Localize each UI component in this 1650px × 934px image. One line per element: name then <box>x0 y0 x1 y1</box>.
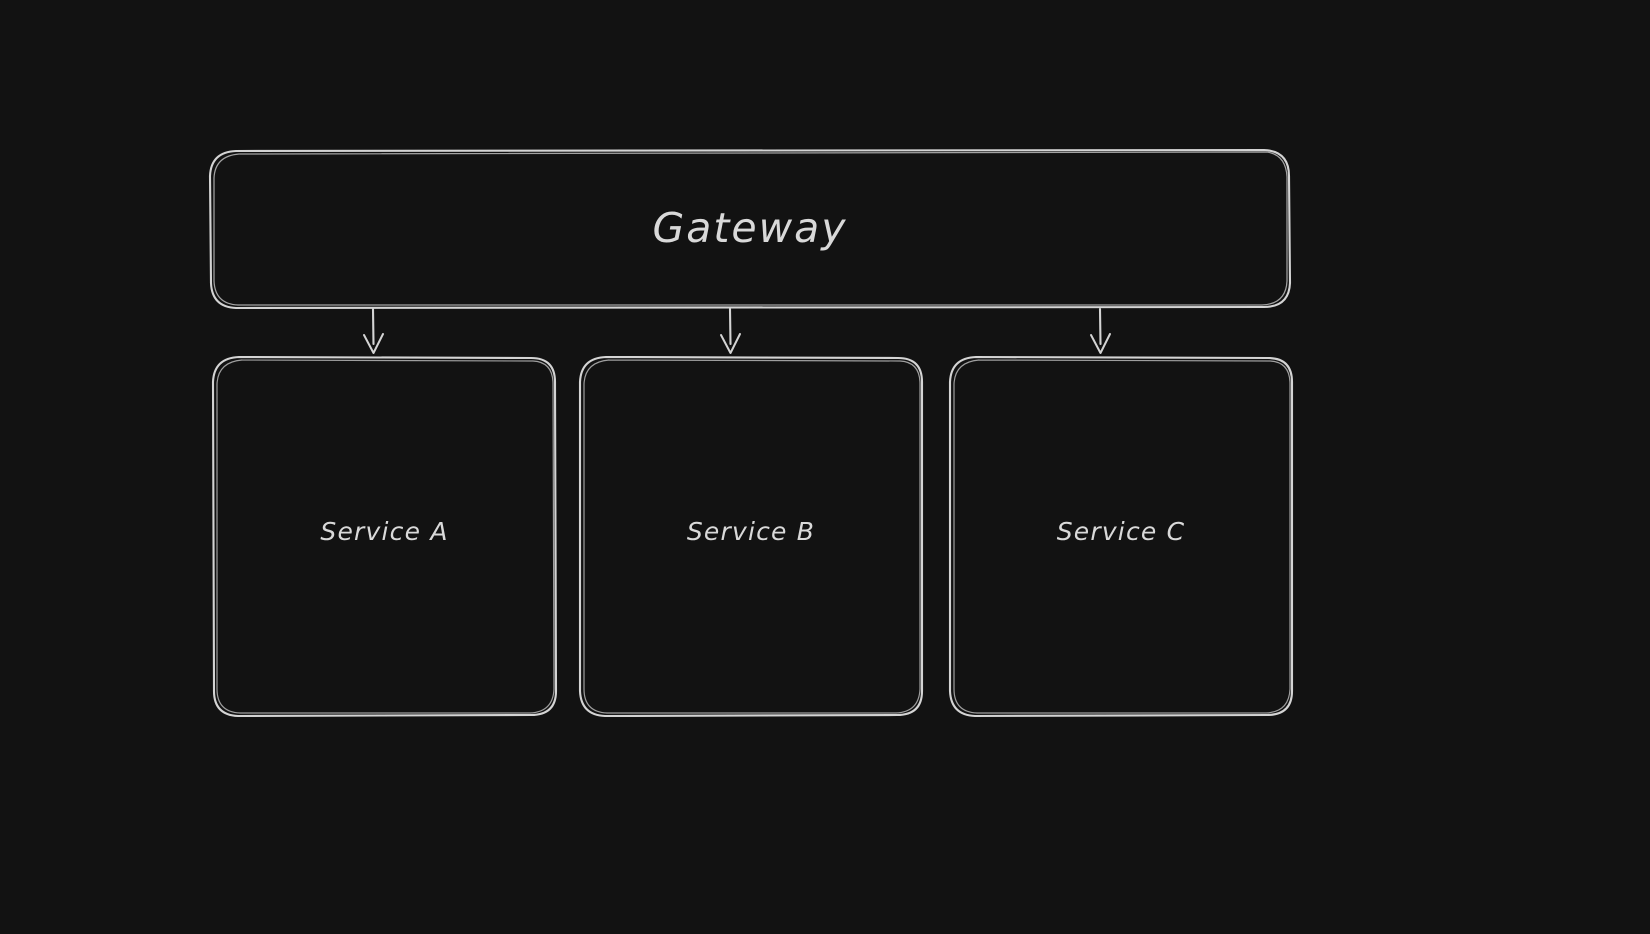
connector-gateway-to-service-a[interactable] <box>363 307 384 354</box>
service-a-label: Service A <box>320 517 449 546</box>
gateway-box-outline[interactable] <box>208 148 1292 310</box>
service-b-label: Service B <box>686 517 816 546</box>
service-c-label: Service C <box>1056 517 1186 546</box>
service-a-box-outline[interactable] <box>211 355 558 718</box>
service-c-box-outline[interactable] <box>948 355 1294 718</box>
service-b-box-outline[interactable] <box>578 355 924 718</box>
gateway-label: Gateway <box>652 204 848 252</box>
connector-gateway-to-service-b[interactable] <box>720 307 741 354</box>
connector-gateway-to-service-c[interactable] <box>1090 307 1111 354</box>
